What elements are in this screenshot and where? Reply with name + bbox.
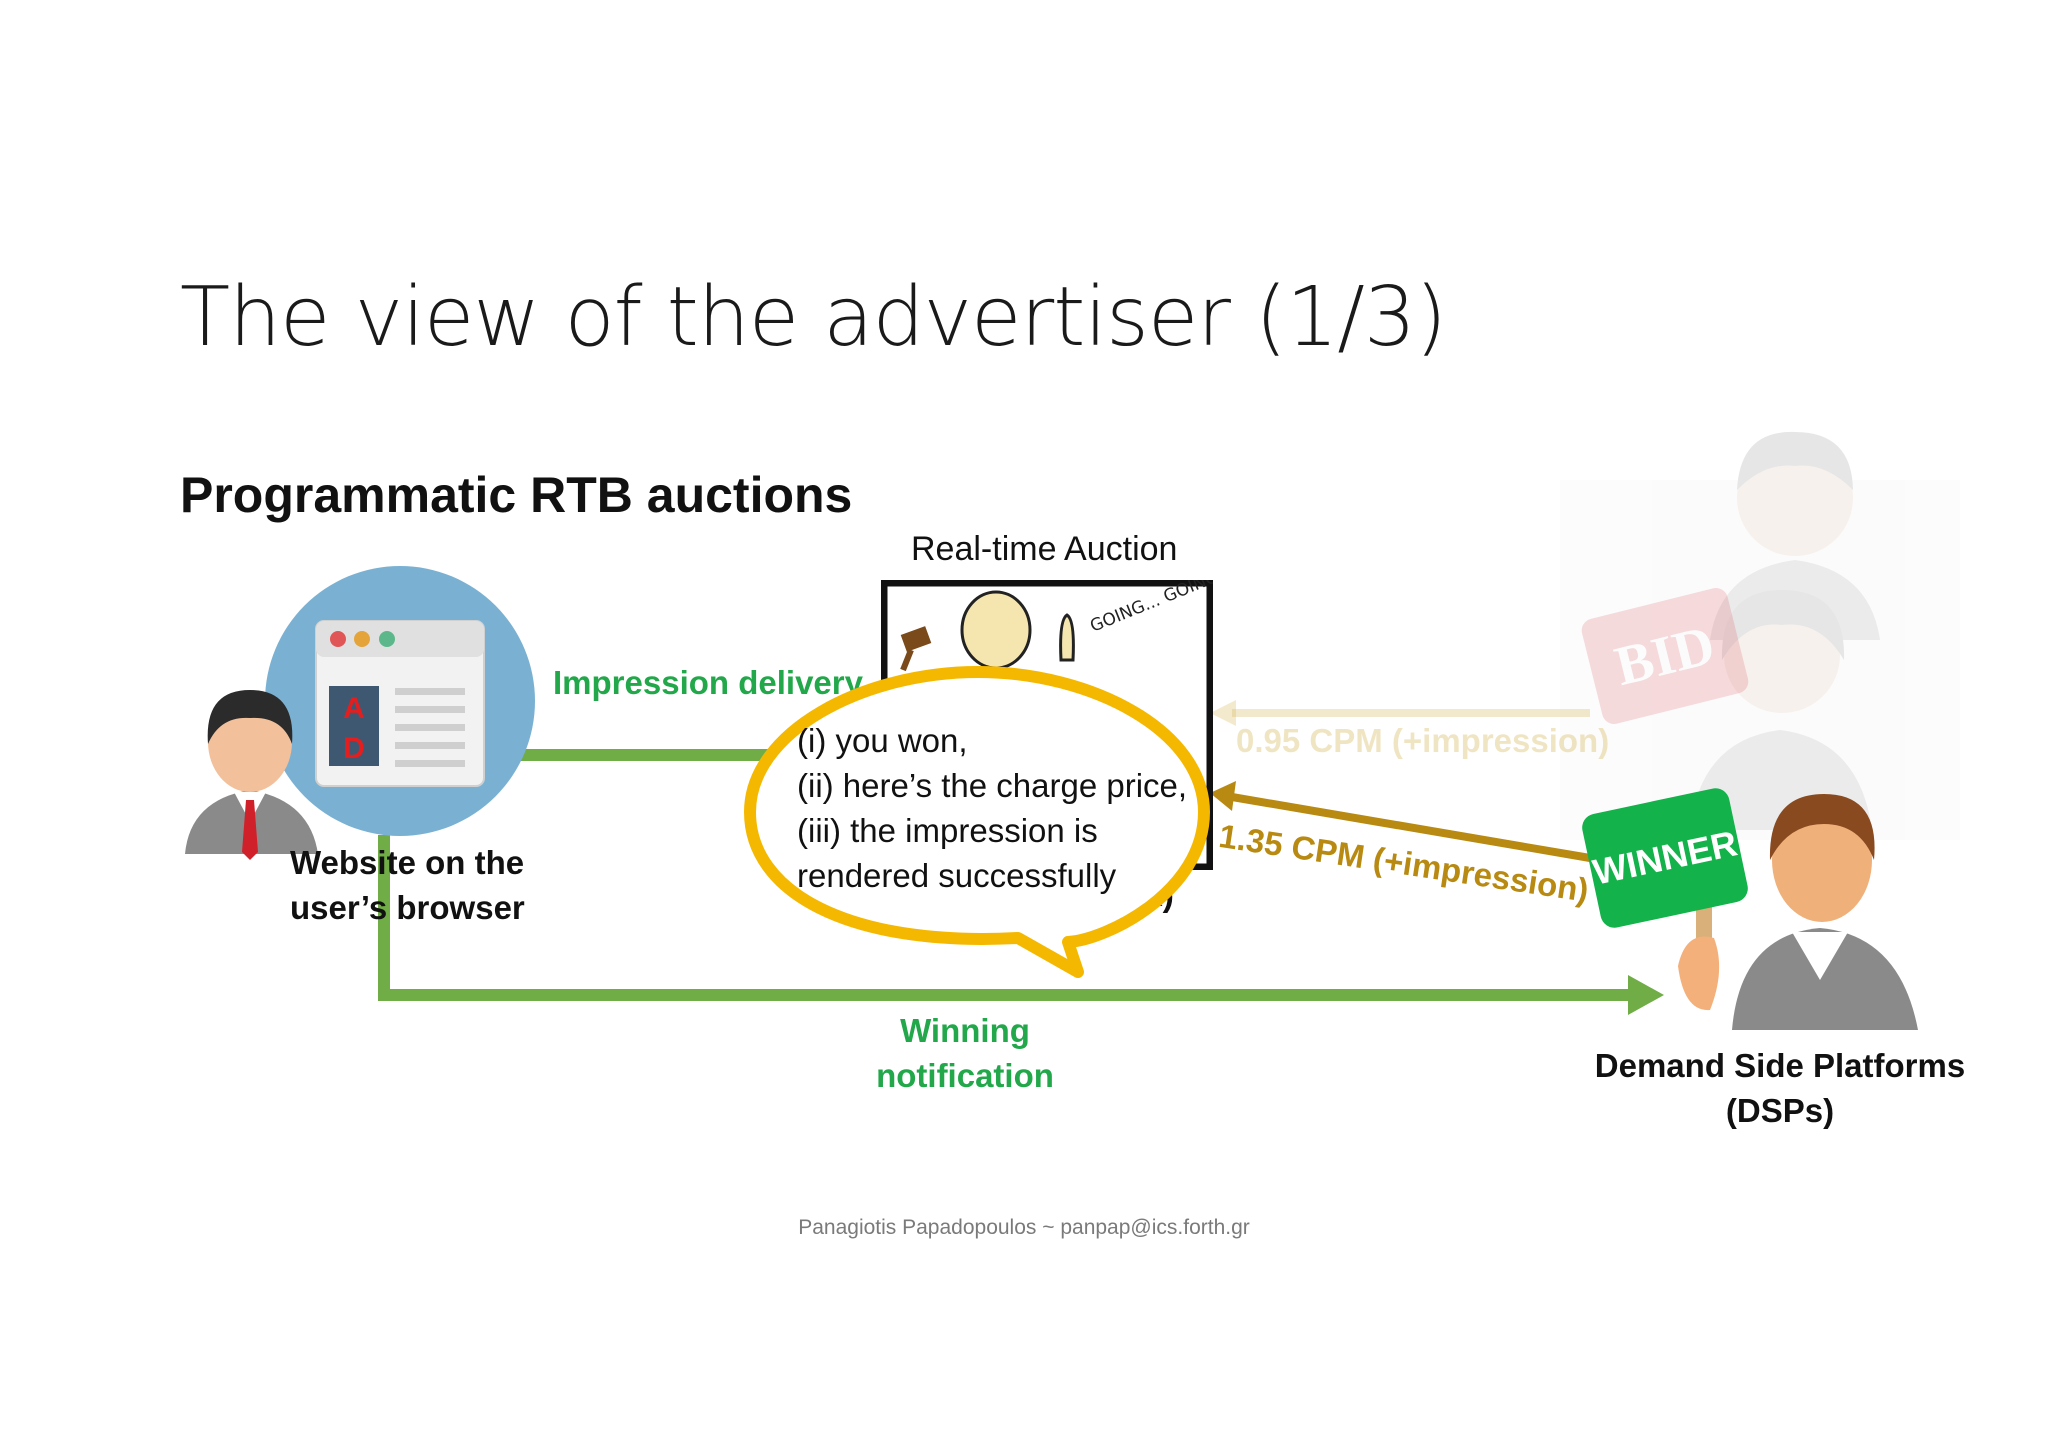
winning-label-line-1: Winning [900,1012,1030,1049]
ad-letter-d: D [343,732,365,765]
losing-bid-arrowhead [1210,700,1236,726]
winning-bid-arrow-line [1231,793,1591,862]
winning-notification-label: Winning notification [870,1008,1060,1098]
speech-bubble-shape [744,666,1210,978]
gavel-head [900,626,932,652]
faded-bidder-1-hair [1737,431,1853,490]
text-line-5 [395,760,465,767]
dsp-winner-icon [1678,794,1918,1030]
winning-bid-arrowhead [1210,781,1236,811]
website-browser-illustration: A D [265,566,535,836]
browser-dot-green [379,631,395,647]
winning-notification-path [378,835,1630,1001]
gavel-handle [900,648,914,672]
auction-title: Real-time Auction [911,530,1178,568]
faded-bidder-2-head [1724,597,1840,713]
bubble-line-4: rendered successfully [797,857,1117,894]
text-line-2 [395,706,465,713]
faded-bidder-2-hair [1721,590,1845,660]
bubble-line-1: (i) you won, [797,722,968,759]
winner-hand [1678,936,1720,1011]
bubble-line-3: (iii) the impression is [797,812,1098,849]
dsp-person-suit [1732,928,1918,1030]
dsp-label: Demand Side Platforms (DSPs) [1580,1043,1980,1133]
text-line-1 [395,688,465,695]
dsp-person-collar [1792,932,1848,980]
website-label: Website on the user’s browser [290,840,525,930]
speech-bubble [744,666,1210,978]
website-label-line-1: Website on the [290,844,525,881]
dsp-label-line-1: Demand Side Platforms [1594,1047,1966,1084]
impression-delivery-label: Impression delivery [553,664,863,701]
auctioneer-head [960,590,1032,670]
speech-bubble-text: (i) you won, (ii) here’s the charge pric… [797,718,1187,898]
footer-credit: Panagiotis Papadopoulos ~ panpap@ics.for… [798,1216,1250,1239]
slide-subtitle: Programmatic RTB auctions [180,467,853,523]
winning-label-line-2: notification [876,1057,1054,1094]
user-avatar-hair [207,690,293,744]
text-line-4 [395,742,465,749]
browser-titlebar [316,621,484,657]
user-avatar-tie [242,800,258,860]
ad-block [329,686,379,766]
dsp-person-hair [1769,794,1875,860]
faded-bidder-1-body [1710,560,1880,640]
user-avatar-icon [185,690,318,860]
bubble-line-2: (ii) here’s the charge price, [797,767,1188,804]
website-label-line-2: user’s browser [290,889,525,926]
faded-bidder-backdrop [1560,480,1960,840]
text-line-3 [395,724,465,731]
pointing-hand [1059,613,1075,662]
ad-letter-a: A [343,692,365,725]
dsp-label-line-2: (DSPs) [1725,1092,1835,1129]
faded-bidders-illustration [1560,431,1960,840]
browser-dot-red [330,631,346,647]
winning-notification-arrowhead [1628,975,1664,1015]
browser-dot-yellow [354,631,370,647]
losing-bid-label: 0.95 CPM (+impression) [1236,722,1610,759]
slide-title: The view of the advertiser (1/3) [180,270,1447,365]
faded-bidder-1-head [1737,440,1853,556]
